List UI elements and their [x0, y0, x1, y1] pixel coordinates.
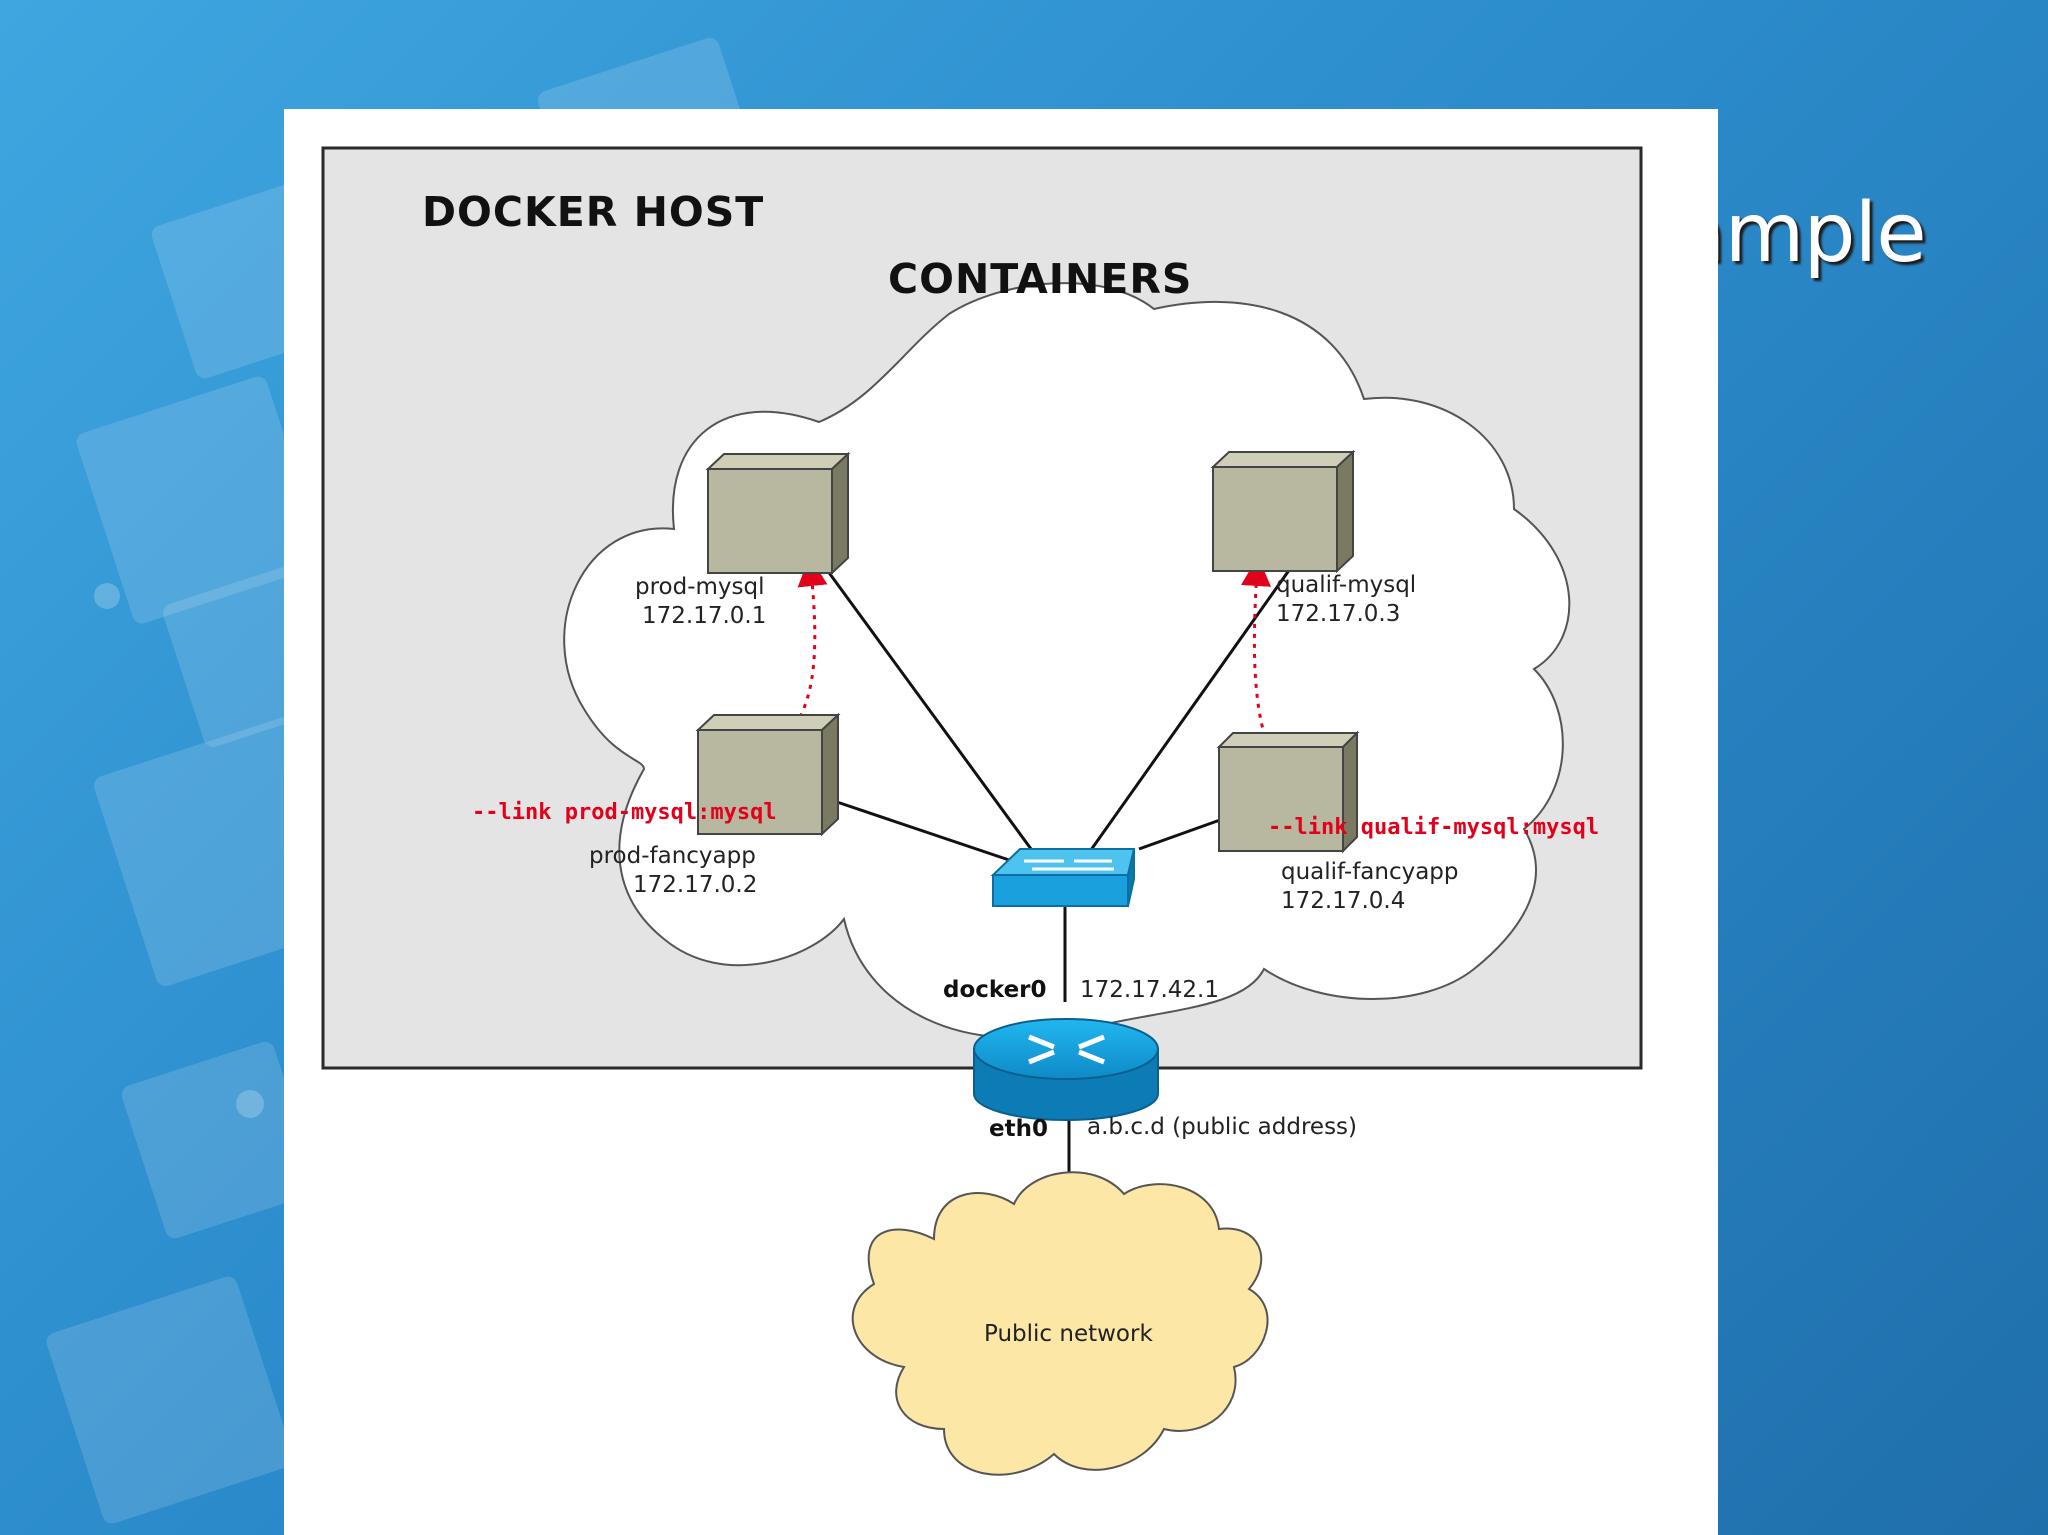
- prod-fancyapp-ip: 172.17.0.2: [633, 872, 757, 898]
- link-command-qualif: --link qualif-mysql:mysql: [1268, 815, 1599, 840]
- container-qualif-mysql: [1210, 449, 1356, 574]
- wire-prod-fancyapp: [836, 800, 1013, 863]
- background-dot: [94, 583, 120, 609]
- link-arrow-qualif: [1241, 556, 1272, 738]
- link-command-prod: --link prod-mysql:mysql: [472, 800, 777, 825]
- background-dot: [236, 1090, 264, 1118]
- background-square: [43, 1273, 297, 1527]
- prod-mysql-name: prod-mysql: [635, 574, 765, 600]
- prod-fancyapp-name: prod-fancyapp: [589, 843, 756, 869]
- network-diagram: DOCKER HOST CONTAINERS: [321, 146, 1643, 1476]
- diagram-panel: DOCKER HOST CONTAINERS: [284, 109, 1718, 1535]
- docker-host-label: DOCKER HOST: [422, 188, 764, 236]
- container-prod-fancyapp: [695, 712, 841, 837]
- router-icon: [973, 1018, 1159, 1121]
- container-qualif-fancyapp: [1216, 730, 1360, 854]
- qualif-fancyapp-ip: 172.17.0.4: [1281, 888, 1405, 914]
- bridge-ip: 172.17.42.1: [1080, 977, 1219, 1003]
- public-network-label: Public network: [984, 1321, 1153, 1347]
- external-address: a.b.c.d (public address): [1087, 1114, 1357, 1140]
- wire-qualif-mysql: [1079, 558, 1299, 865]
- wire-prod-mysql: [817, 558, 1044, 865]
- external-interface-name: eth0: [989, 1116, 1048, 1142]
- qualif-fancyapp-name: qualif-fancyapp: [1281, 859, 1459, 885]
- container-prod-mysql: [705, 451, 851, 576]
- link-arrow-prod: [797, 556, 828, 718]
- containers-label: CONTAINERS: [888, 255, 1192, 303]
- qualif-mysql-name: qualif-mysql: [1276, 572, 1416, 598]
- prod-mysql-ip: 172.17.0.1: [642, 603, 766, 629]
- wire-qualif-fancyapp: [1138, 818, 1221, 851]
- qualif-mysql-ip: 172.17.0.3: [1276, 601, 1400, 627]
- switch-icon: [990, 848, 1136, 907]
- public-network-cloud: [851, 1171, 1269, 1476]
- bridge-name: docker0: [943, 977, 1047, 1003]
